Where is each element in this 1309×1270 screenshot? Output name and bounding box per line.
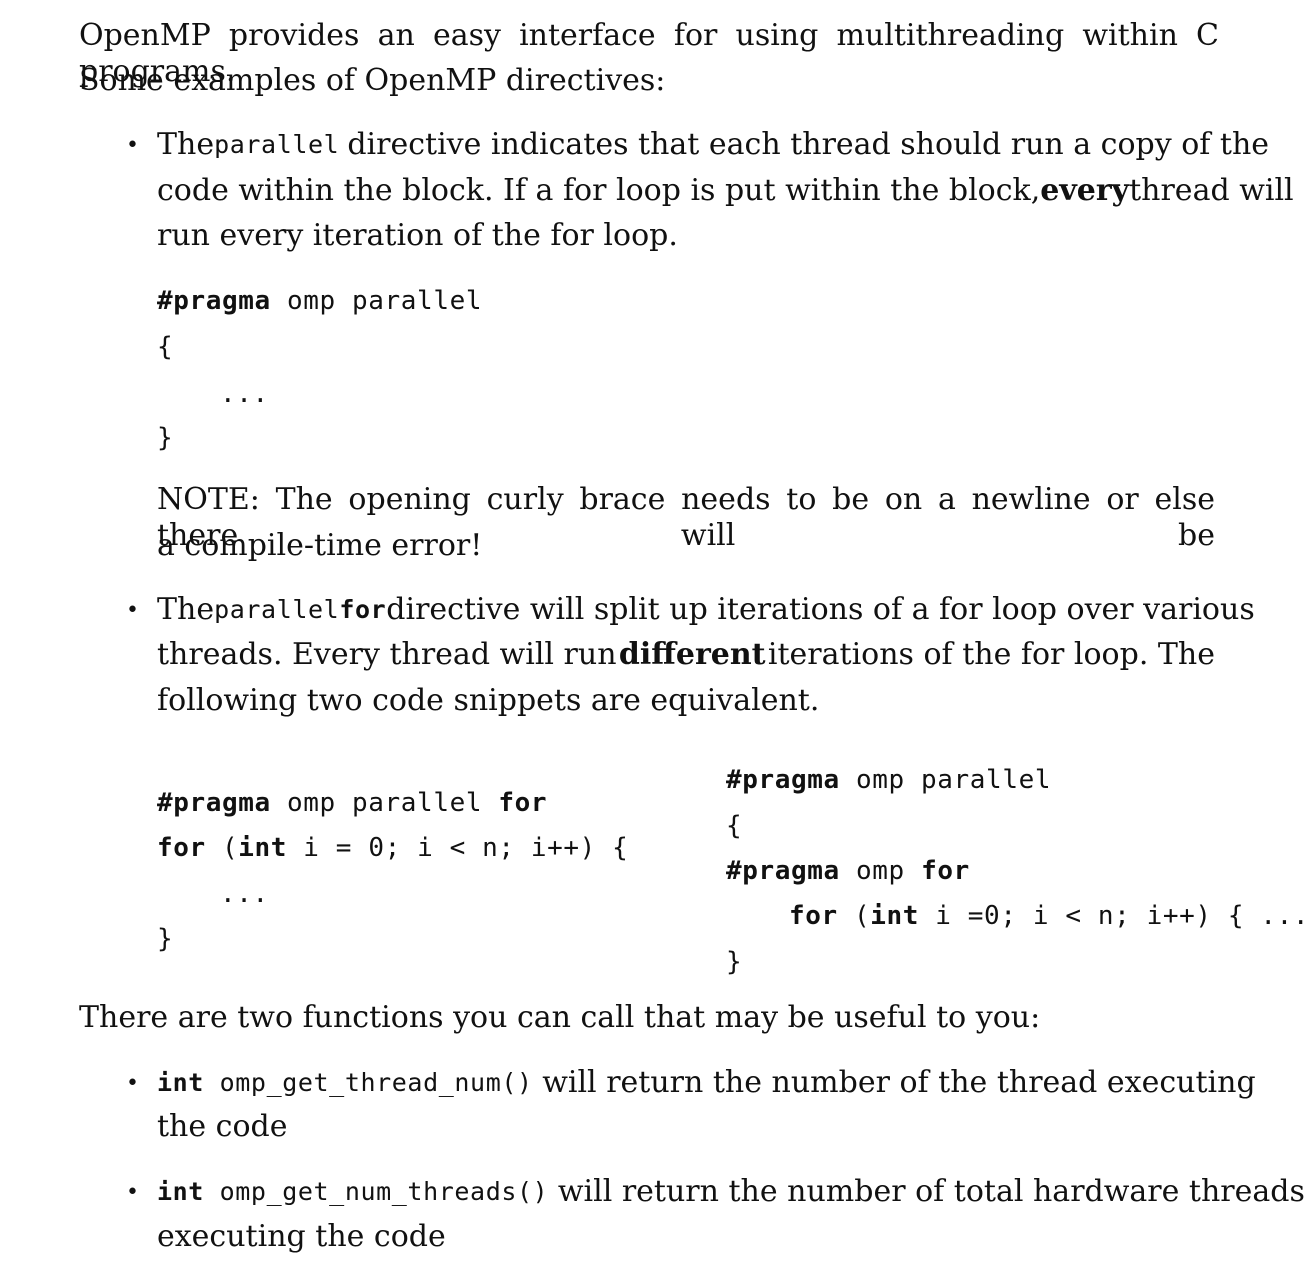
pragma-mid: omp xyxy=(839,856,922,886)
loop-rest: i = 0; i < n; i++) { xyxy=(287,833,629,863)
item1-text-line2b: thread will xyxy=(1129,173,1294,208)
function-2-line-2: executing the code xyxy=(157,1219,446,1254)
bullet-function-1: • xyxy=(126,1071,139,1096)
item1-code-pragma: #pragma omp parallel xyxy=(157,284,482,318)
pragma-rest: omp parallel xyxy=(839,765,1052,795)
int-keyword: int xyxy=(870,901,920,931)
item2-line-2: threads. Every thread will run different… xyxy=(157,637,1215,673)
function-1-desc: will return the number of the thread exe… xyxy=(532,1065,1256,1100)
left-code-for-loop: for (int i = 0; i < n; i++) { xyxy=(157,831,628,865)
bullet-item-1: • xyxy=(126,133,139,158)
item1-code-close-brace: } xyxy=(157,423,174,453)
item2-text-line2a: threads. Every thread will run xyxy=(157,637,617,672)
item2-code-for: for xyxy=(339,595,387,624)
item2-text-rest: directive will split up iterations of a … xyxy=(386,592,1255,627)
item1-bold-every: every xyxy=(1040,173,1130,208)
item1-line-3: run every iteration of the for loop. xyxy=(157,218,678,253)
function-1-line-2: the code xyxy=(157,1109,288,1144)
left-code-ellipsis: ... xyxy=(220,879,269,909)
pragma-keyword: #pragma xyxy=(157,788,271,818)
item1-text-rest: directive indicates that each thread sho… xyxy=(347,127,1270,162)
item2-bold-different: different xyxy=(618,637,766,672)
bullet-item-2: • xyxy=(126,598,139,623)
pragma-mid: omp parallel xyxy=(270,788,499,818)
pragma-rest: omp parallel xyxy=(270,286,483,316)
pragma-for-keyword: for xyxy=(921,856,970,886)
right-code-pragma-for: #pragma omp for xyxy=(726,854,970,888)
paren: ( xyxy=(205,833,239,863)
int-keyword: int xyxy=(238,833,288,863)
left-code-pragma: #pragma omp parallel for xyxy=(157,786,547,820)
item1-code-open-brace: { xyxy=(157,332,174,362)
pragma-keyword: #pragma xyxy=(726,856,840,886)
item1-line-2: code within the block. If a for loop is … xyxy=(157,173,1294,209)
right-code-open-brace: { xyxy=(726,811,743,841)
function-2-desc: will return the number of total hardware… xyxy=(548,1174,1305,1209)
pragma-for-keyword: for xyxy=(498,788,548,818)
item1-code-parallel: parallel xyxy=(214,130,340,159)
item2-line-3: following two code snippets are equivale… xyxy=(157,683,820,718)
right-code-for-loop: for (int i =0; i < n; i++) { ... xyxy=(789,899,1309,933)
item2-text-the: The xyxy=(157,592,215,627)
intro-line-2: Some examples of OpenMP directives: xyxy=(79,63,666,98)
item1-line-1: The parallel directive indicates that ea… xyxy=(157,127,1269,163)
paren: ( xyxy=(837,901,871,931)
item1-note-line-2: a compile-time error! xyxy=(157,528,483,563)
item1-text-the: The xyxy=(157,127,215,162)
item2-code-parallel: parallel xyxy=(214,595,340,624)
item1-code-ellipsis: ... xyxy=(220,379,269,409)
item2-text-line2b: iterations of the for loop. The xyxy=(767,637,1215,672)
item1-note-line-1: NOTE: The opening curly brace needs to b… xyxy=(157,482,1215,553)
bullet-function-2: • xyxy=(126,1180,139,1205)
function-1-type: int xyxy=(157,1068,204,1097)
function-2-name: omp_get_num_threads() xyxy=(203,1177,549,1206)
right-code-pragma: #pragma omp parallel xyxy=(726,763,1051,797)
right-code-close-brace: } xyxy=(726,947,743,977)
intro-line-1: OpenMP provides an easy interface for us… xyxy=(79,18,1219,89)
left-code-close-brace: } xyxy=(157,924,174,954)
functions-intro: There are two functions you can call tha… xyxy=(79,1000,1041,1035)
item2-line-1: The parallel for directive will split up… xyxy=(157,592,1255,628)
for-keyword: for xyxy=(789,901,838,931)
pragma-keyword: #pragma xyxy=(157,286,271,316)
pragma-keyword: #pragma xyxy=(726,765,840,795)
function-1-name: omp_get_thread_num() xyxy=(203,1068,533,1097)
function-2-line-1: int omp_get_num_threads() will return th… xyxy=(157,1174,1305,1210)
loop-rest: i =0; i < n; i++) { ... xyxy=(919,901,1309,931)
function-2-type: int xyxy=(157,1177,204,1206)
function-1-line-1: int omp_get_thread_num() will return the… xyxy=(157,1065,1256,1101)
for-keyword: for xyxy=(157,833,206,863)
item1-text-line2a: code within the block. If a for loop is … xyxy=(157,173,1041,208)
